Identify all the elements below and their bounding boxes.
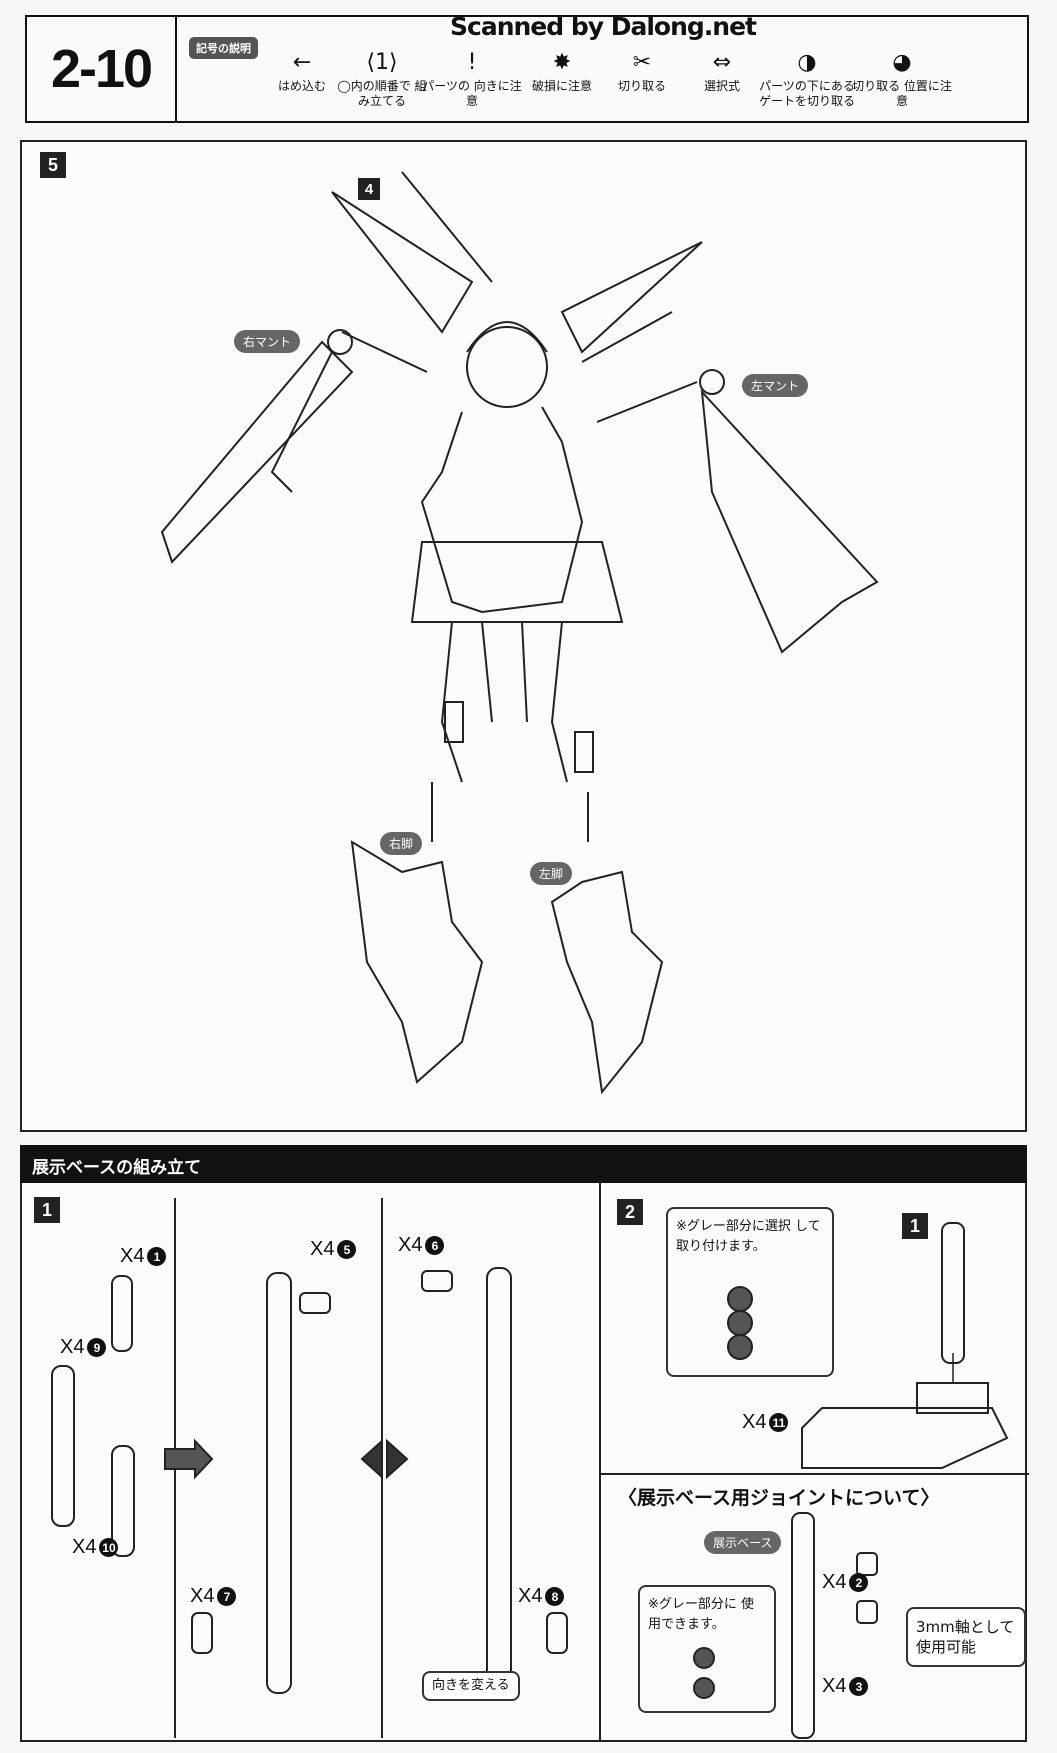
part-number: 3: [849, 1677, 869, 1696]
symbol-3: ✸ 破損に注意: [512, 47, 612, 94]
part-number: 5: [337, 1240, 357, 1259]
exclamation-icon: !: [467, 50, 477, 75]
part-qty: X4: [518, 1585, 543, 1607]
cut-position-icon: ◕: [892, 50, 912, 75]
step-badge: 5: [40, 152, 66, 178]
part-qty: X4: [60, 1336, 85, 1358]
part-number: 9: [87, 1338, 107, 1357]
symbol-2: ! パーツの 向きに注意: [422, 47, 522, 109]
part-number: 1: [147, 1247, 167, 1266]
symbol-label: 切り取る: [617, 79, 666, 93]
symbol-6: ◑ パーツの下にある ゲートを切り取る: [757, 47, 857, 109]
symbol-4: ✂ 切り取る: [592, 47, 692, 94]
step-1-badge: 1: [34, 1197, 60, 1223]
part-qty: X4: [822, 1675, 847, 1697]
right-mantle-label: 右マント: [234, 330, 301, 353]
break-warning-icon: ✸: [552, 50, 572, 75]
figure-illustration: [160, 171, 879, 1095]
gray-part-note: ※グレー部分に選択 して取り付けます。: [666, 1207, 834, 1377]
step-number: 2-10: [27, 17, 177, 121]
legend-title: 記号の説明: [189, 37, 258, 59]
part-number: 8: [545, 1587, 565, 1606]
sub-step-badge: 4: [358, 178, 380, 200]
gate-cut-icon: ◑: [797, 50, 817, 75]
symbol-0: ← はめ込む: [252, 47, 352, 94]
symbol-label: ◯内の順番で 組み立てる: [337, 79, 427, 108]
symbol-5: ⇔ 選択式: [672, 47, 772, 94]
part-qty: X4: [742, 1411, 767, 1433]
part-qty: X4: [310, 1238, 335, 1260]
part-qty: X4: [822, 1571, 847, 1593]
symbol-label: パーツの下にある ゲートを切り取る: [758, 79, 855, 108]
symbol-label: はめ込む: [277, 79, 326, 93]
symbol-label: 切り取る 位置に注意: [852, 79, 952, 108]
part-number: 2: [849, 1573, 869, 1592]
part-qty: X4: [398, 1234, 423, 1256]
ref-step-badge: 1: [902, 1213, 928, 1239]
3mm-axis-callout: 3mm軸として 使用可能: [906, 1607, 1026, 1667]
base-assembly-illustration: [51, 1183, 1029, 1742]
part-number: 7: [217, 1587, 237, 1606]
part-number: 6: [425, 1236, 445, 1255]
symbol-1: ⟨1⟩ ◯内の順番で 組み立てる: [332, 47, 432, 109]
symbol-label: 選択式: [703, 79, 740, 93]
left-leg-label: 左脚: [530, 862, 573, 885]
base-label: 展示ベース: [704, 1531, 782, 1554]
step-2-badge: 2: [617, 1199, 643, 1225]
part-number: 11: [769, 1413, 789, 1432]
arrow-left-icon: ←: [292, 50, 312, 75]
base-section-title: 展示ベースの組み立て: [20, 1145, 1027, 1183]
right-leg-label: 右脚: [380, 832, 423, 855]
hexagon-number-icon: ⟨1⟩: [366, 50, 398, 75]
joint-note: ※グレー部分に 使用できます。: [638, 1585, 776, 1713]
joint-section-title: 〈展示ベース用ジョイントについて〉: [618, 1487, 940, 1509]
symbol-7: ◕ 切り取る 位置に注意: [852, 47, 952, 109]
symbol-label: 破損に注意: [531, 79, 592, 93]
cut-icon: ✂: [632, 50, 652, 75]
symbol-label: パーツの 向きに注意: [422, 79, 522, 108]
part-qty: X4: [190, 1585, 215, 1607]
part-qty: X4: [120, 1245, 145, 1267]
left-mantle-label: 左マント: [742, 374, 809, 397]
step-5-panel: 5 4 右マント 左マント 右脚 左脚: [20, 140, 1027, 1132]
watermark: Scanned by Dalong.net: [450, 12, 757, 41]
part-qty: X4: [72, 1536, 97, 1558]
step-header: 2-10 記号の説明 ← はめ込む ⟨1⟩ ◯内の順番で 組み立てる! パーツの 向きに…: [25, 15, 1029, 123]
rotate-note: 向きを変える: [422, 1671, 520, 1701]
alternate-arrow-icon: ⇔: [712, 50, 732, 75]
part-number: 10: [99, 1538, 119, 1557]
